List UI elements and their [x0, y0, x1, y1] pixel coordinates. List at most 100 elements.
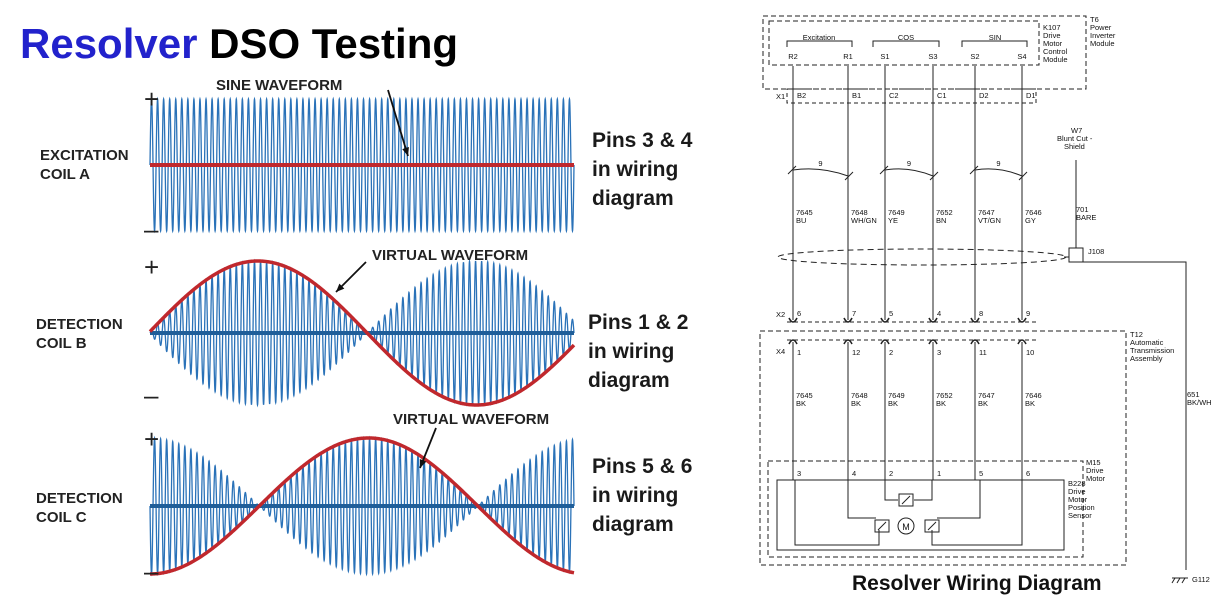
ground-wire-color: BK/WH [1187, 398, 1212, 407]
pins-a-line1: Pins 3 & 4 [592, 129, 693, 152]
twist-curve-2 [974, 168, 1023, 177]
motor-symbol [897, 517, 915, 535]
excitation-bracket [786, 40, 853, 47]
coil-c-line2: COIL C [36, 509, 87, 526]
page-title: Resolver DSO Testing [20, 20, 458, 68]
pin-top-2: S1 [880, 52, 889, 61]
x2-terminal-3 [928, 317, 938, 323]
wire-lower-num-0: 7645 [796, 391, 813, 400]
b228-line3: Motor [1068, 495, 1088, 504]
wire-upper-color-3: BN [936, 216, 946, 225]
ground-wire-number: 651 [1187, 390, 1200, 399]
coil-b-line2: COIL B [36, 335, 87, 352]
x1-pin-5: D1 [1026, 91, 1036, 100]
pins-a-line2: in wiring [592, 158, 679, 181]
x2-pin-1: 7 [852, 309, 856, 318]
twist-count-1: 9 [907, 159, 911, 168]
virtual-waveform-callout-b: VIRTUAL WAVEFORM [372, 247, 529, 264]
x2-pin-4: 8 [979, 309, 983, 318]
virtual-c-callout-arrow-head [419, 459, 427, 468]
wire-upper-num-4: 7647 [978, 208, 995, 217]
sin-coil-symbol [924, 519, 940, 533]
b228-line4: Position [1068, 503, 1095, 512]
wire-upper-color-0: BU [796, 216, 806, 225]
sine-callout-arrow-head [402, 147, 409, 156]
x2-terminal-0 [788, 317, 798, 323]
cos-coil-symbol [874, 519, 890, 533]
virtual-b-callout-arrow-head [336, 283, 345, 292]
x1-pin-4: D2 [979, 91, 989, 100]
b228-line2: Drive [1068, 487, 1086, 496]
excitation-coil-symbol [898, 493, 914, 507]
sensor-pin-1: 4 [852, 469, 856, 478]
panel-a-minus: – [144, 214, 159, 244]
k107-module-border [768, 20, 1040, 66]
coil-b-label: DETECTION COIL B [36, 315, 123, 353]
x4-pin-2: 2 [889, 348, 893, 357]
wire-lower-num-5: 7646 [1025, 391, 1042, 400]
wire-upper-color-2: YE [888, 216, 898, 225]
twist-count-0: 9 [818, 159, 822, 168]
twist-curve-0 [792, 168, 849, 177]
x2-terminal-1 [843, 317, 853, 323]
b228-line5: Sensor [1068, 511, 1092, 520]
shield-wire-color: BARE [1076, 213, 1096, 222]
ground-wire-651 [1083, 261, 1187, 570]
twist-tick-right-0 [844, 171, 854, 181]
wire-upper-num-1: 7648 [851, 208, 868, 217]
shield-oval [777, 248, 1067, 266]
pins-b-line2: in wiring [588, 340, 675, 363]
sensor-pin-5: 6 [1026, 469, 1030, 478]
m15-line3: Motor [1086, 474, 1106, 483]
sensor-pin-0: 3 [797, 469, 801, 478]
wire-upper-num-5: 7646 [1025, 208, 1042, 217]
sensor-pin-3: 1 [937, 469, 941, 478]
group-cos: COS [898, 33, 914, 42]
w7-line3: Shield [1064, 142, 1085, 151]
panel-c-minus: – [144, 556, 159, 586]
sin-coil-slash [927, 521, 937, 531]
b228-sensor-box [776, 479, 1065, 551]
x4-pin-0: 1 [797, 348, 801, 357]
t6-module-border [762, 15, 1087, 90]
wire-lower-num-3: 7652 [936, 391, 953, 400]
m15-motor-border [767, 460, 1084, 558]
x4-terminal-4 [970, 339, 980, 345]
x2-terminal-5 [1017, 317, 1027, 323]
b228-line1: B228 [1068, 479, 1086, 488]
twist-tick-left-2 [969, 165, 979, 175]
coil-c-label: DETECTION COIL C [36, 489, 123, 527]
virtual-waveform-c [149, 436, 575, 576]
wiring-diagram-caption: Resolver Wiring Diagram [852, 572, 1102, 595]
k107-line5: Module [1043, 55, 1068, 64]
virtual-waveform-callout-c: VIRTUAL WAVEFORM [393, 411, 550, 428]
t12-line2: Automatic [1130, 338, 1164, 347]
pins-c-line1: Pins 5 & 6 [592, 455, 693, 478]
coil-c-line1: DETECTION [36, 490, 123, 507]
x1-label: X1 [776, 92, 785, 101]
coil-wire-left-b [847, 480, 876, 519]
pins-c-note: Pins 5 & 6 in wiring diagram [592, 452, 692, 539]
x2-terminal-4 [970, 317, 980, 323]
group-sin: SIN [989, 33, 1002, 42]
title-resolver: Resolver [20, 20, 198, 67]
k107-line2: Drive [1043, 31, 1061, 40]
t12-line1: T12 [1130, 330, 1143, 339]
x4-terminal-0 [788, 339, 798, 345]
sin-bracket [961, 40, 1028, 47]
x1-pin-3: C1 [937, 91, 947, 100]
twist-tick-left-1 [879, 165, 889, 175]
x1-pin-0: B2 [797, 91, 806, 100]
sensor-pin-2: 2 [889, 469, 893, 478]
x4-terminal-1 [843, 339, 853, 345]
coil-a-label: EXCITATION COIL A [40, 146, 129, 184]
title-dso-testing: DSO Testing [209, 20, 459, 67]
pins-a-note: Pins 3 & 4 in wiring diagram [592, 126, 692, 213]
x4-pin-4: 11 [979, 348, 987, 357]
wire-lower-color-5: BK [1025, 399, 1035, 408]
pin-top-5: S4 [1017, 52, 1026, 61]
m15-line1: M15 [1086, 458, 1101, 467]
wire-lower-color-0: BK [796, 399, 806, 408]
k107-line3: Motor [1043, 39, 1063, 48]
